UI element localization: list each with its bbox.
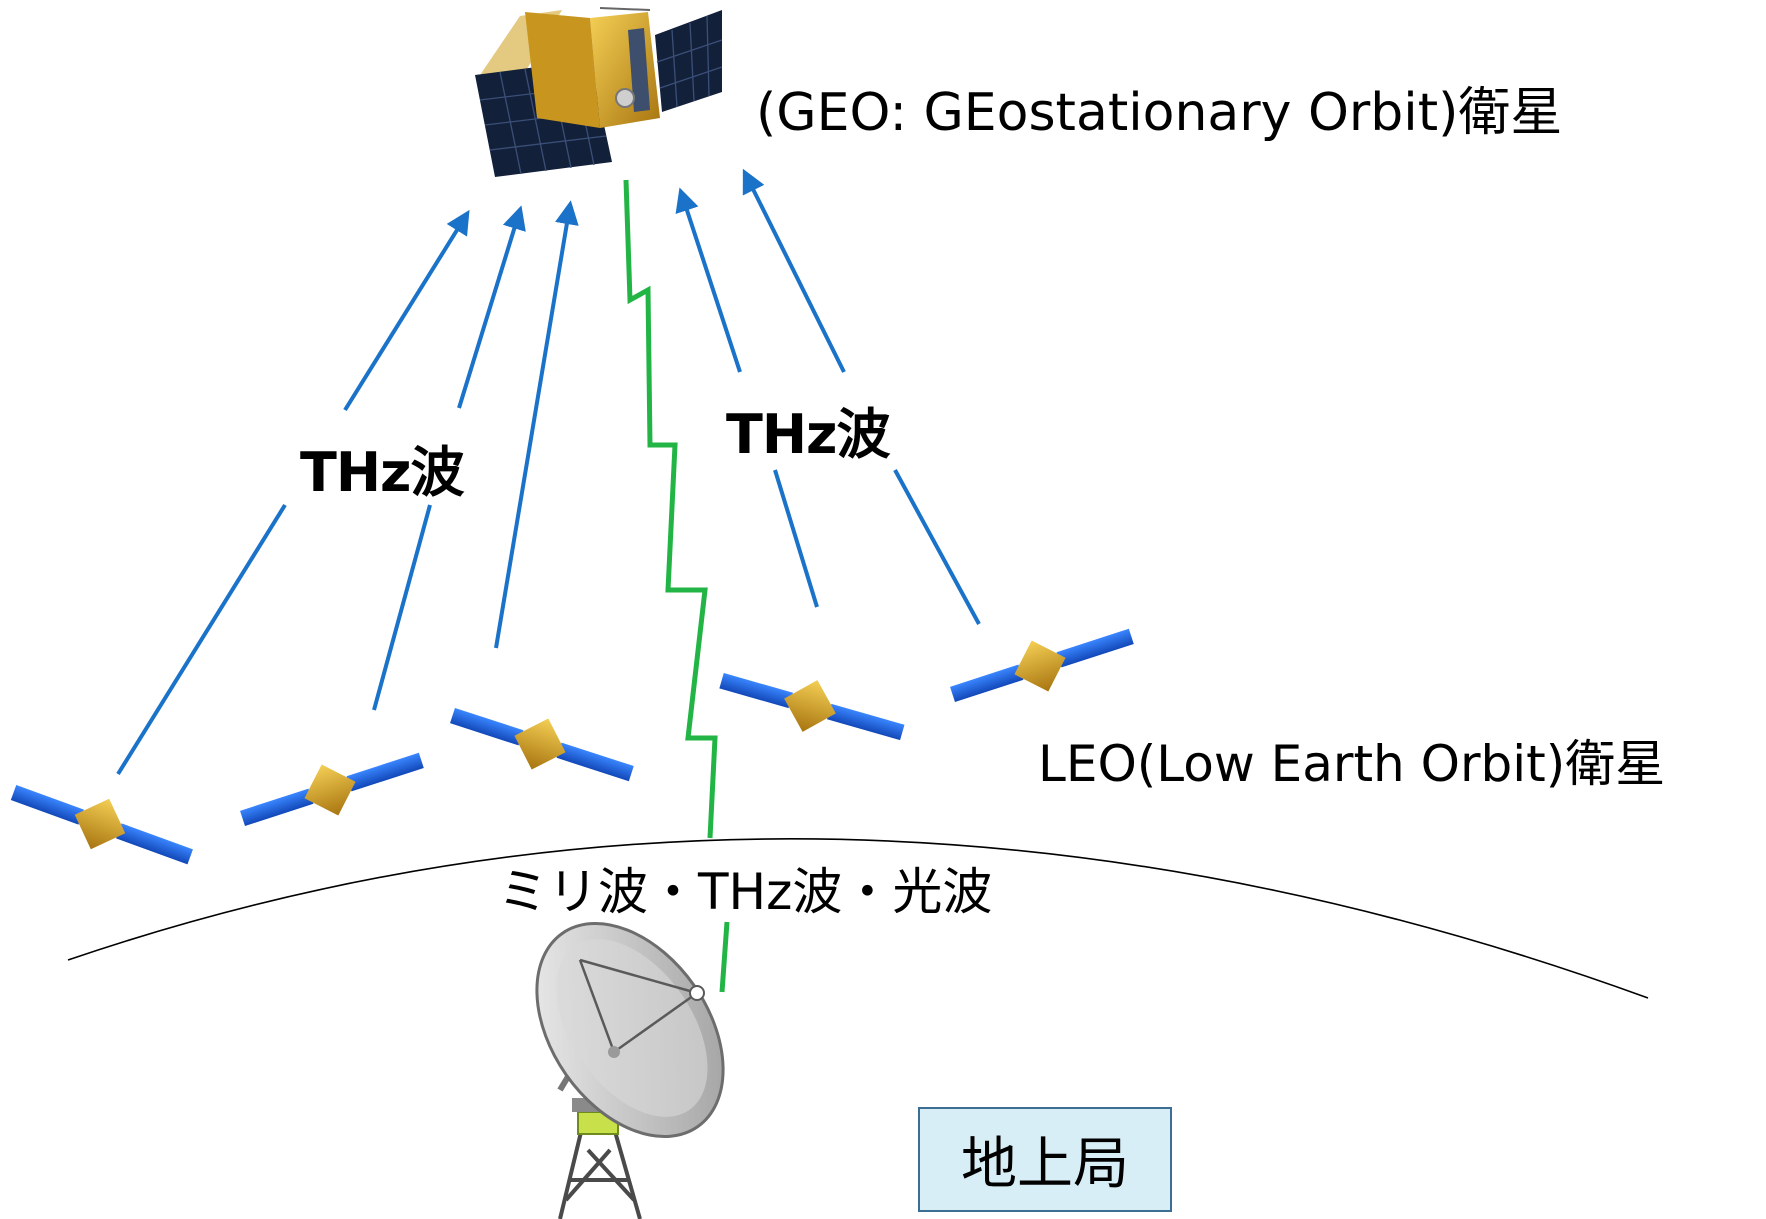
leo-satellite-icon: [10, 785, 193, 865]
thz-left-label: THz波: [300, 441, 464, 504]
ground-link-label: ミリ波・THz波・光波: [498, 863, 993, 921]
thz-link-4: [773, 469, 819, 608]
thz-link-3: [494, 200, 579, 649]
ground-link-upper: [623, 179, 718, 839]
thz-link-2-upper: [457, 205, 526, 409]
thz-link-2: [372, 504, 432, 711]
leo-satellite-icon: [719, 672, 905, 741]
geo-satellite-label: (GEO: GEostationary Orbit)衛星: [756, 83, 1563, 143]
thz-links: [116, 168, 981, 776]
ground-link-lower: [719, 921, 730, 993]
thz-link-5: [893, 469, 981, 625]
leo-satellite-label: LEO(Low Earth Orbit)衛星: [1038, 735, 1666, 793]
leo-satellite-icon: [950, 628, 1134, 703]
earth-horizon-arc: [67, 838, 1649, 999]
thz-link-1-upper: [343, 209, 470, 412]
thz-link-1: [116, 503, 287, 776]
leo-satellites: [10, 628, 1134, 865]
leo-satellite-icon: [240, 752, 424, 827]
leo-satellite-icon: [450, 707, 634, 782]
ground-station-label: 地上局: [961, 1132, 1129, 1197]
ground-station-box: 地上局: [918, 1107, 1172, 1212]
thz-link-4-upper: [675, 187, 742, 373]
ground-antenna-icon: [535, 921, 725, 1219]
geo-satellite-icon: [475, 7, 723, 177]
thz-right-label: THz波: [726, 403, 890, 466]
thz-link-5-upper: [742, 168, 846, 373]
ground-link: [623, 179, 730, 993]
